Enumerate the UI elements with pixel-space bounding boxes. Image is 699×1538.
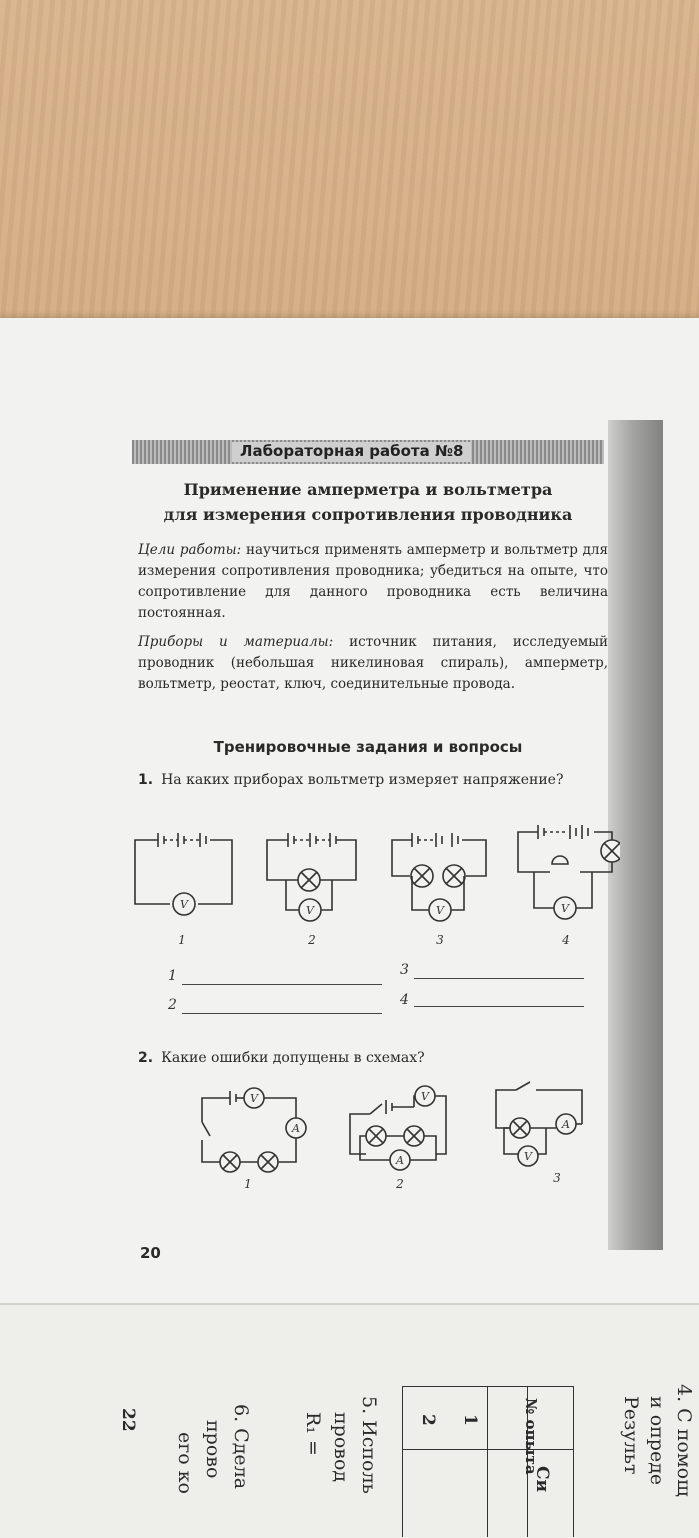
answer-line-2[interactable] — [182, 1013, 382, 1014]
goals-label: Цели работы: — [138, 542, 242, 558]
ammeter-symbol-q2-1: A — [291, 1122, 300, 1135]
next-page-item-6-line-2: прово — [202, 1420, 224, 1479]
materials-text: источник питания, исследуемый проводник … — [138, 634, 608, 692]
q2-circuit-2 — [349, 1085, 447, 1171]
q2-circuit-3 — [495, 1081, 583, 1167]
ammeter-symbol-q2-3: A — [561, 1118, 570, 1131]
voltmeter-symbol-q2-1: V — [250, 1092, 259, 1105]
next-page-item-5-line-1: 5. Исполь — [358, 1396, 380, 1494]
voltmeter-symbol-q1-2: V — [306, 904, 315, 917]
voltmeter-symbol-q2-3: V — [524, 1150, 533, 1163]
wooden-table-background — [0, 0, 699, 330]
section-title: Тренировочные задания и вопросы — [213, 738, 523, 756]
next-page-number: 22 — [118, 1408, 138, 1432]
voltmeter-symbol-q2-2: V — [421, 1090, 430, 1103]
q1-diagram-label-4: 4 — [561, 933, 570, 947]
next-page-item-6-line-1: 6. Сдела — [230, 1404, 252, 1490]
goals-paragraph: Цели работы: научиться применять амперме… — [138, 540, 608, 624]
page-number: 20 — [140, 1244, 161, 1262]
table-row-1: 1 — [460, 1414, 480, 1426]
next-page-item-4-line-3: Результ — [620, 1396, 642, 1475]
answer-label-1: 1 — [168, 968, 177, 984]
q2-diagram-label-1: 1 — [244, 1177, 252, 1190]
voltmeter-symbol-q1-1: V — [180, 898, 189, 911]
next-page-item-4-line-2: и опреде — [646, 1396, 668, 1486]
next-page-item-5-line-3: R₁ = — [302, 1412, 324, 1456]
question-2-text: Какие ошибки допущены в схемах? — [161, 1050, 425, 1066]
materials-label: Приборы и материалы: — [138, 634, 334, 650]
next-page-item-4-line-1: 4. С помощ — [673, 1384, 695, 1497]
lab-work-title: Лабораторная работа №8 — [232, 442, 472, 462]
answer-label-2: 2 — [168, 997, 177, 1013]
answer-line-3[interactable] — [414, 978, 584, 979]
q2-circuit-1 — [201, 1087, 307, 1173]
question-1-number: 1. — [138, 772, 154, 788]
answer-line-4[interactable] — [414, 1006, 584, 1007]
materials-paragraph: Приборы и материалы: источник питания, и… — [138, 632, 608, 695]
next-page-item-6-line-3: его ко — [174, 1432, 196, 1494]
table-divider — [527, 1387, 528, 1537]
question-2: 2. Какие ошибки допущены в схемах? — [138, 1048, 608, 1068]
table-divider — [487, 1387, 488, 1537]
answer-label-4: 4 — [400, 992, 409, 1008]
question-2-number: 2. — [138, 1050, 154, 1066]
table-row-2: 2 — [418, 1414, 438, 1426]
goals-text: научиться применять амперметр и вольтмет… — [138, 542, 609, 621]
page-gutter-shadow — [608, 420, 663, 1250]
q1-circuit-4 — [517, 825, 620, 920]
heading-line-1: Применение амперметра и вольтметра — [183, 480, 553, 499]
voltmeter-symbol-q1-3: V — [436, 904, 445, 917]
table-divider — [403, 1449, 573, 1450]
next-page-item-5-line-2: провод — [330, 1412, 352, 1483]
q1-diagram-label-3: 3 — [436, 933, 444, 947]
q1-circuit-3 — [391, 833, 487, 922]
next-page — [0, 1303, 699, 1538]
question-1: 1. На каких приборах вольтметр измеряет н… — [138, 770, 608, 790]
answer-label-3: 3 — [400, 962, 409, 978]
ammeter-symbol-q2-2: A — [395, 1154, 404, 1167]
heading-line-2: для измерения сопротивления проводника — [163, 505, 573, 524]
table-header-second: Си — [532, 1466, 552, 1493]
q2-diagram-label-2: 2 — [395, 1177, 404, 1190]
voltmeter-symbol-q1-4: V — [561, 902, 570, 915]
q1-diagram-label-2: 2 — [307, 933, 316, 947]
question-1-text: На каких приборах вольтметр измеряет нап… — [161, 772, 564, 788]
question-1-diagrams: V V V V 1 2 3 4 — [134, 825, 620, 947]
q1-diagram-label-1: 1 — [178, 933, 186, 947]
table-header-experiment: № опыта — [522, 1398, 540, 1475]
q2-diagram-label-3: 3 — [553, 1171, 561, 1185]
answer-line-1[interactable] — [182, 984, 382, 985]
q1-circuit-1 — [134, 833, 233, 916]
next-page-table — [402, 1386, 574, 1537]
question-2-diagrams: V A V A A V 1 2 3 — [201, 1081, 583, 1190]
q1-circuit-2 — [266, 833, 357, 922]
